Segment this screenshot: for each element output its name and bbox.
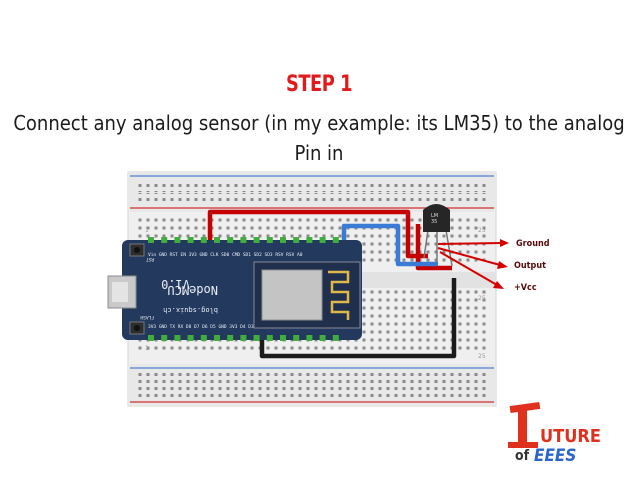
bottom-pin-row bbox=[148, 335, 339, 341]
black-wire-ground bbox=[259, 278, 457, 359]
bb-num-right-bottom: 25 bbox=[478, 353, 486, 360]
bottom-pin-labels: 3V3 GND TX RX D8 D7 D6 D5 GND 3V3 D4 D3 … bbox=[148, 324, 278, 330]
header-pin bbox=[227, 237, 234, 243]
header-pin bbox=[187, 237, 194, 243]
sensor-label-1: LM bbox=[431, 213, 438, 219]
instruction-line-1: Connect any analog sensor (in my example… bbox=[13, 111, 625, 165]
header-pin bbox=[240, 335, 247, 341]
ground-label: Ground bbox=[516, 239, 550, 249]
header-pin bbox=[161, 237, 168, 243]
header-pin bbox=[266, 237, 273, 243]
header-pin bbox=[174, 237, 181, 243]
logo-eee: EEES bbox=[534, 446, 576, 466]
header-pin bbox=[306, 335, 313, 341]
header-pin bbox=[280, 237, 286, 243]
board-version: V1.0 bbox=[161, 277, 190, 291]
header-pin bbox=[332, 237, 339, 243]
bb-num-right-top: 25 bbox=[478, 227, 486, 234]
header-pin bbox=[306, 237, 313, 243]
header-pin bbox=[240, 237, 247, 243]
header-pin bbox=[214, 335, 220, 341]
bb-num-left-bottom: 1 bbox=[145, 345, 149, 352]
logo-line1: UTURE bbox=[540, 426, 601, 447]
future-of-eees-logo: UTURE of EEES bbox=[508, 401, 601, 466]
nodemcu-board: RST FLASH Vin GND RST EN 3V3 GND CLK SD0… bbox=[107, 237, 362, 341]
blue-wire-output bbox=[341, 223, 438, 267]
logo-of: of bbox=[515, 448, 530, 464]
output-label: Output bbox=[514, 261, 546, 271]
annotation-arrows bbox=[437, 239, 509, 289]
esp-shield bbox=[261, 269, 323, 321]
board-url: blog.squix.ch bbox=[163, 306, 218, 314]
board-name: NodeMCU bbox=[167, 283, 218, 297]
header-pin bbox=[253, 335, 260, 341]
bottom-power-rail bbox=[128, 364, 496, 406]
header-pin bbox=[266, 335, 273, 341]
bb-num-left-top: 1 bbox=[145, 227, 149, 234]
antenna-trace bbox=[328, 270, 350, 320]
header-pin bbox=[161, 335, 168, 341]
header-pin bbox=[187, 335, 194, 341]
header-pin bbox=[280, 335, 286, 341]
header-pin bbox=[214, 237, 220, 243]
top-pin-row bbox=[148, 237, 339, 243]
header-pin bbox=[293, 237, 300, 243]
rst-label: RST bbox=[146, 256, 154, 262]
top-pin-labels: Vin GND RST EN 3V3 GND CLK SD0 CMD SD1 S… bbox=[148, 252, 303, 258]
header-pin bbox=[319, 335, 326, 341]
vcc-label: +Vcc bbox=[514, 283, 537, 293]
header-pin bbox=[227, 335, 234, 341]
header-pin bbox=[148, 237, 154, 243]
wires bbox=[207, 209, 457, 359]
header-pin bbox=[200, 335, 207, 341]
bb-num-right-mid: 25 bbox=[478, 295, 486, 302]
header-pin bbox=[332, 335, 339, 341]
red-wire-ground-link bbox=[415, 224, 452, 271]
sensor-body bbox=[423, 204, 450, 232]
header-pin bbox=[148, 335, 154, 341]
header-pin bbox=[174, 335, 181, 341]
step-title: STEP 1 bbox=[285, 72, 353, 97]
header-pin bbox=[293, 335, 300, 341]
header-pin bbox=[200, 237, 207, 243]
header-pin bbox=[319, 237, 326, 243]
flash-label: FLASH bbox=[140, 314, 154, 320]
lm35-sensor: LM 35 bbox=[423, 204, 453, 267]
header-pin bbox=[253, 237, 260, 243]
sensor-label-2: 35 bbox=[431, 219, 437, 225]
red-wire-vcc-top bbox=[207, 209, 428, 259]
